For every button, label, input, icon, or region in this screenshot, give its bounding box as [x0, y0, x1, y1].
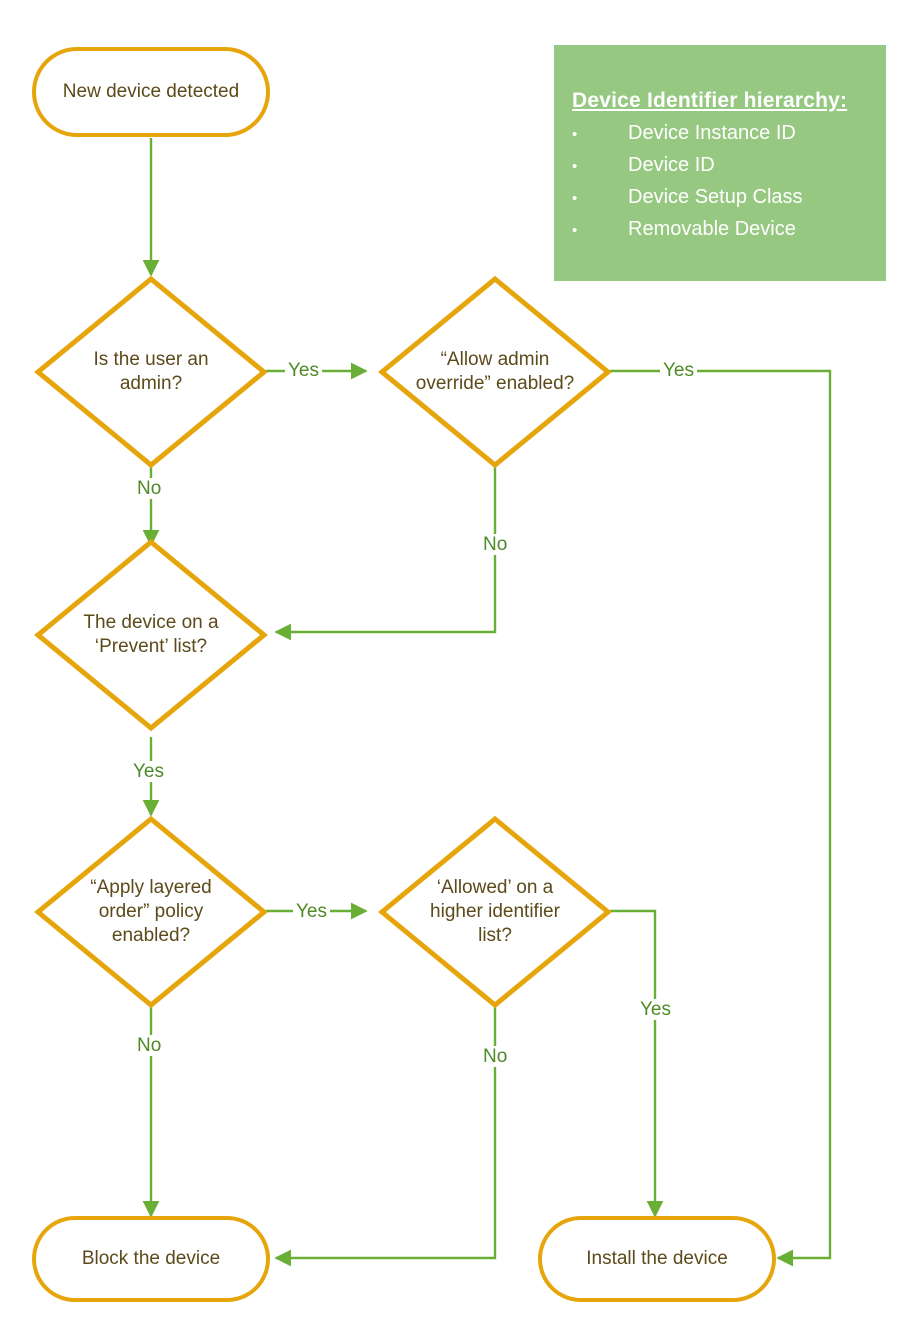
node-allowed-on-a-higher-identifier-list[interactable]: ‘Allowed’ on a higher identifier list? — [378, 815, 612, 1009]
diamond-shape — [34, 538, 268, 732]
edge-label-override-yes: Yes — [660, 360, 697, 381]
node-is-the-user-an-admin[interactable]: Is the user an admin? — [34, 275, 268, 469]
edge-label-layered-no: No — [134, 1035, 165, 1056]
node-allow-admin-override-enabled[interactable]: “Allow admin override” enabled? — [378, 275, 612, 469]
legend-item-label: Device ID — [628, 154, 715, 177]
edge-label-prevent-yes: Yes — [130, 761, 167, 782]
node-label: ‘Allowed’ on a higher identifier list? — [430, 877, 560, 946]
legend-item: • Device Instance ID — [572, 117, 886, 149]
node-device-on-a-prevent-list[interactable]: The device on a ‘Prevent’ list? — [34, 538, 268, 732]
node-label: Block the device — [81, 1247, 221, 1269]
node-label: “Allow admin override” enabled? — [415, 349, 575, 394]
edge-override-no-to-prevent — [274, 467, 497, 641]
edge-label-isadmin-no: No — [134, 478, 165, 499]
node-apply-layered-order-policy-enabled[interactable]: “Apply layered order” policy enabled? — [34, 815, 268, 1009]
node-label: Is the user an admin? — [93, 349, 209, 394]
legend-item-label: Device Setup Class — [628, 186, 803, 209]
bullet-icon: • — [572, 126, 578, 144]
edge-higherid-yes-to-install — [610, 909, 664, 1218]
edge-label-override-no: No — [480, 534, 511, 555]
diamond-shape — [378, 815, 612, 1009]
node-install-the-device[interactable]: Install the device — [538, 1216, 776, 1302]
diamond-shape — [34, 275, 268, 469]
edge-label-isadmin-yes: Yes — [285, 360, 322, 381]
legend-item-label: Removable Device — [628, 218, 796, 241]
legend-item-label: Device Instance ID — [628, 122, 796, 145]
edge-label-higherid-yes: Yes — [637, 999, 674, 1020]
node-label: The device on a ‘Prevent’ list? — [83, 612, 219, 657]
node-label: “Apply layered order” policy enabled? — [90, 877, 212, 946]
bullet-icon: • — [572, 158, 578, 176]
node-new-device-detected[interactable]: New device detected — [32, 47, 270, 137]
edge-higherid-no-to-block — [274, 1007, 497, 1267]
node-label: Install the device — [586, 1247, 728, 1269]
legend-device-identifier-hierarchy: Device Identifier hierarchy: • Device In… — [554, 45, 886, 281]
bullet-icon: • — [572, 222, 578, 240]
legend-title: Device Identifier hierarchy: — [572, 89, 848, 112]
edge-label-layered-yes: Yes — [293, 901, 330, 922]
legend-item: • Removable Device — [572, 213, 886, 245]
legend-items: • Device Instance ID • Device ID • Devic… — [572, 117, 886, 245]
edge-override-yes-to-install — [610, 369, 832, 1267]
diamond-shape — [378, 275, 612, 469]
bullet-icon: • — [572, 190, 578, 208]
diamond-shape — [34, 815, 268, 1009]
edge-label-higherid-no: No — [480, 1046, 511, 1067]
node-block-the-device[interactable]: Block the device — [32, 1216, 270, 1302]
legend-item: • Device ID — [572, 149, 886, 181]
node-label: New device detected — [62, 80, 240, 102]
legend-item: • Device Setup Class — [572, 181, 886, 213]
